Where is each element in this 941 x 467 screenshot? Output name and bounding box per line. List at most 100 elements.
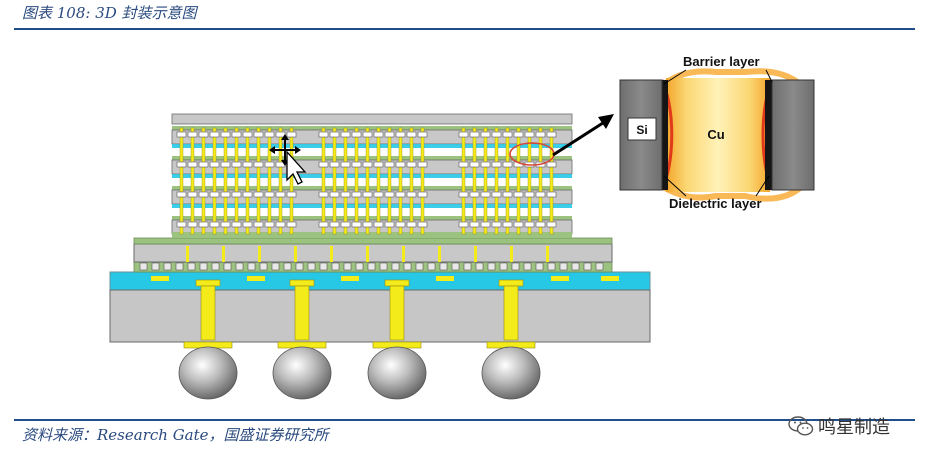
interposer-via <box>366 246 369 262</box>
micro-bump <box>513 131 524 138</box>
micro-bump <box>417 191 428 198</box>
interposer-via <box>402 246 405 262</box>
micro-bump <box>329 161 340 168</box>
micro-bump <box>480 161 491 168</box>
tsv-column <box>267 127 272 235</box>
dielectric-leader-left <box>663 175 687 197</box>
interposer-bump <box>235 262 244 271</box>
interposer-bump <box>283 262 292 271</box>
micro-bump <box>469 191 480 198</box>
interposer-green-top <box>133 237 613 245</box>
micro-bump <box>318 131 329 138</box>
interposer-bump <box>307 262 316 271</box>
interposer-bump <box>259 262 268 271</box>
interposer-bump <box>439 262 448 271</box>
micro-bump <box>480 131 491 138</box>
substrate-vias <box>151 276 619 349</box>
micro-bump <box>502 191 513 198</box>
micro-bump <box>340 161 351 168</box>
micro-bump <box>406 161 417 168</box>
micro-bump <box>231 131 242 138</box>
die-green-layer <box>172 186 572 190</box>
micro-bump <box>351 161 362 168</box>
micro-bump <box>373 221 384 228</box>
micro-bump <box>253 221 264 228</box>
micro-bump <box>286 191 297 198</box>
interposer-bump <box>187 262 196 271</box>
micro-bump <box>220 221 231 228</box>
micro-bump <box>329 131 340 138</box>
solder-ball <box>367 346 427 400</box>
micro-bump <box>491 161 502 168</box>
micro-bump <box>502 131 513 138</box>
micro-bump <box>176 191 187 198</box>
barrier-leader-right <box>765 69 773 83</box>
tsv-column <box>483 127 488 235</box>
micro-bump <box>329 191 340 198</box>
tsv-column <box>365 127 370 235</box>
micro-bump <box>491 131 502 138</box>
micro-bump <box>480 191 491 198</box>
solder-ball <box>178 346 238 400</box>
cu-label: Cu <box>707 127 724 142</box>
micro-bump <box>198 191 209 198</box>
micro-bump <box>546 221 557 228</box>
interposer-bump <box>415 262 424 271</box>
micro-bump <box>362 221 373 228</box>
tsv-column <box>245 127 250 235</box>
micro-bump <box>253 161 264 168</box>
solder-ball <box>481 346 541 400</box>
interposer-bump <box>391 262 400 271</box>
micro-bump <box>187 191 198 198</box>
substrate-via <box>294 285 310 341</box>
wechat-icon <box>788 416 814 436</box>
tsv-column <box>387 127 392 235</box>
interposer-via <box>186 246 189 262</box>
micro-bump <box>286 131 297 138</box>
tsv-column <box>461 127 466 235</box>
interposer-via <box>438 246 441 262</box>
surface-trace <box>341 276 359 281</box>
dielectric-layer-label: Dielectric layer <box>669 196 762 211</box>
tsv-column <box>234 127 239 235</box>
micro-bump <box>546 131 557 138</box>
micro-bump <box>231 191 242 198</box>
interposer-bump <box>499 262 508 271</box>
micro-bump <box>458 191 469 198</box>
micro-bump <box>351 191 362 198</box>
micro-bump <box>535 131 546 138</box>
micro-bump <box>373 191 384 198</box>
dielectric-right <box>765 80 773 190</box>
die-green-layer <box>172 126 572 130</box>
micro-bump <box>253 131 264 138</box>
interposer-bump <box>571 262 580 271</box>
interposer-bump <box>331 262 340 271</box>
substrate-pad <box>384 279 410 287</box>
micro-bump <box>469 221 480 228</box>
top-rule <box>14 28 915 30</box>
micro-bump <box>384 221 395 228</box>
tsv-column <box>527 127 532 235</box>
micro-bump <box>220 191 231 198</box>
micro-bump <box>329 221 340 228</box>
tsv-column <box>420 127 425 235</box>
solder-balls <box>178 346 541 400</box>
micro-bump <box>535 191 546 198</box>
interposer-bump <box>487 262 496 271</box>
tsv-column <box>256 127 261 235</box>
interposer-bumps <box>139 246 604 271</box>
interposer-via <box>474 246 477 262</box>
interposer-bump <box>367 262 376 271</box>
interposer-bump <box>163 262 172 271</box>
surface-trace <box>601 276 619 281</box>
interposer-bump <box>559 262 568 271</box>
substrate-via <box>200 285 216 341</box>
substrate-pad <box>289 279 315 287</box>
micro-bump <box>417 131 428 138</box>
micro-bump <box>524 131 535 138</box>
source-note: 资料来源：Research Gate，国盛证券研究所 <box>22 426 329 444</box>
micro-bump <box>351 131 362 138</box>
interposer-bump <box>475 262 484 271</box>
micro-bump <box>264 221 275 228</box>
interposer-via <box>222 246 225 262</box>
